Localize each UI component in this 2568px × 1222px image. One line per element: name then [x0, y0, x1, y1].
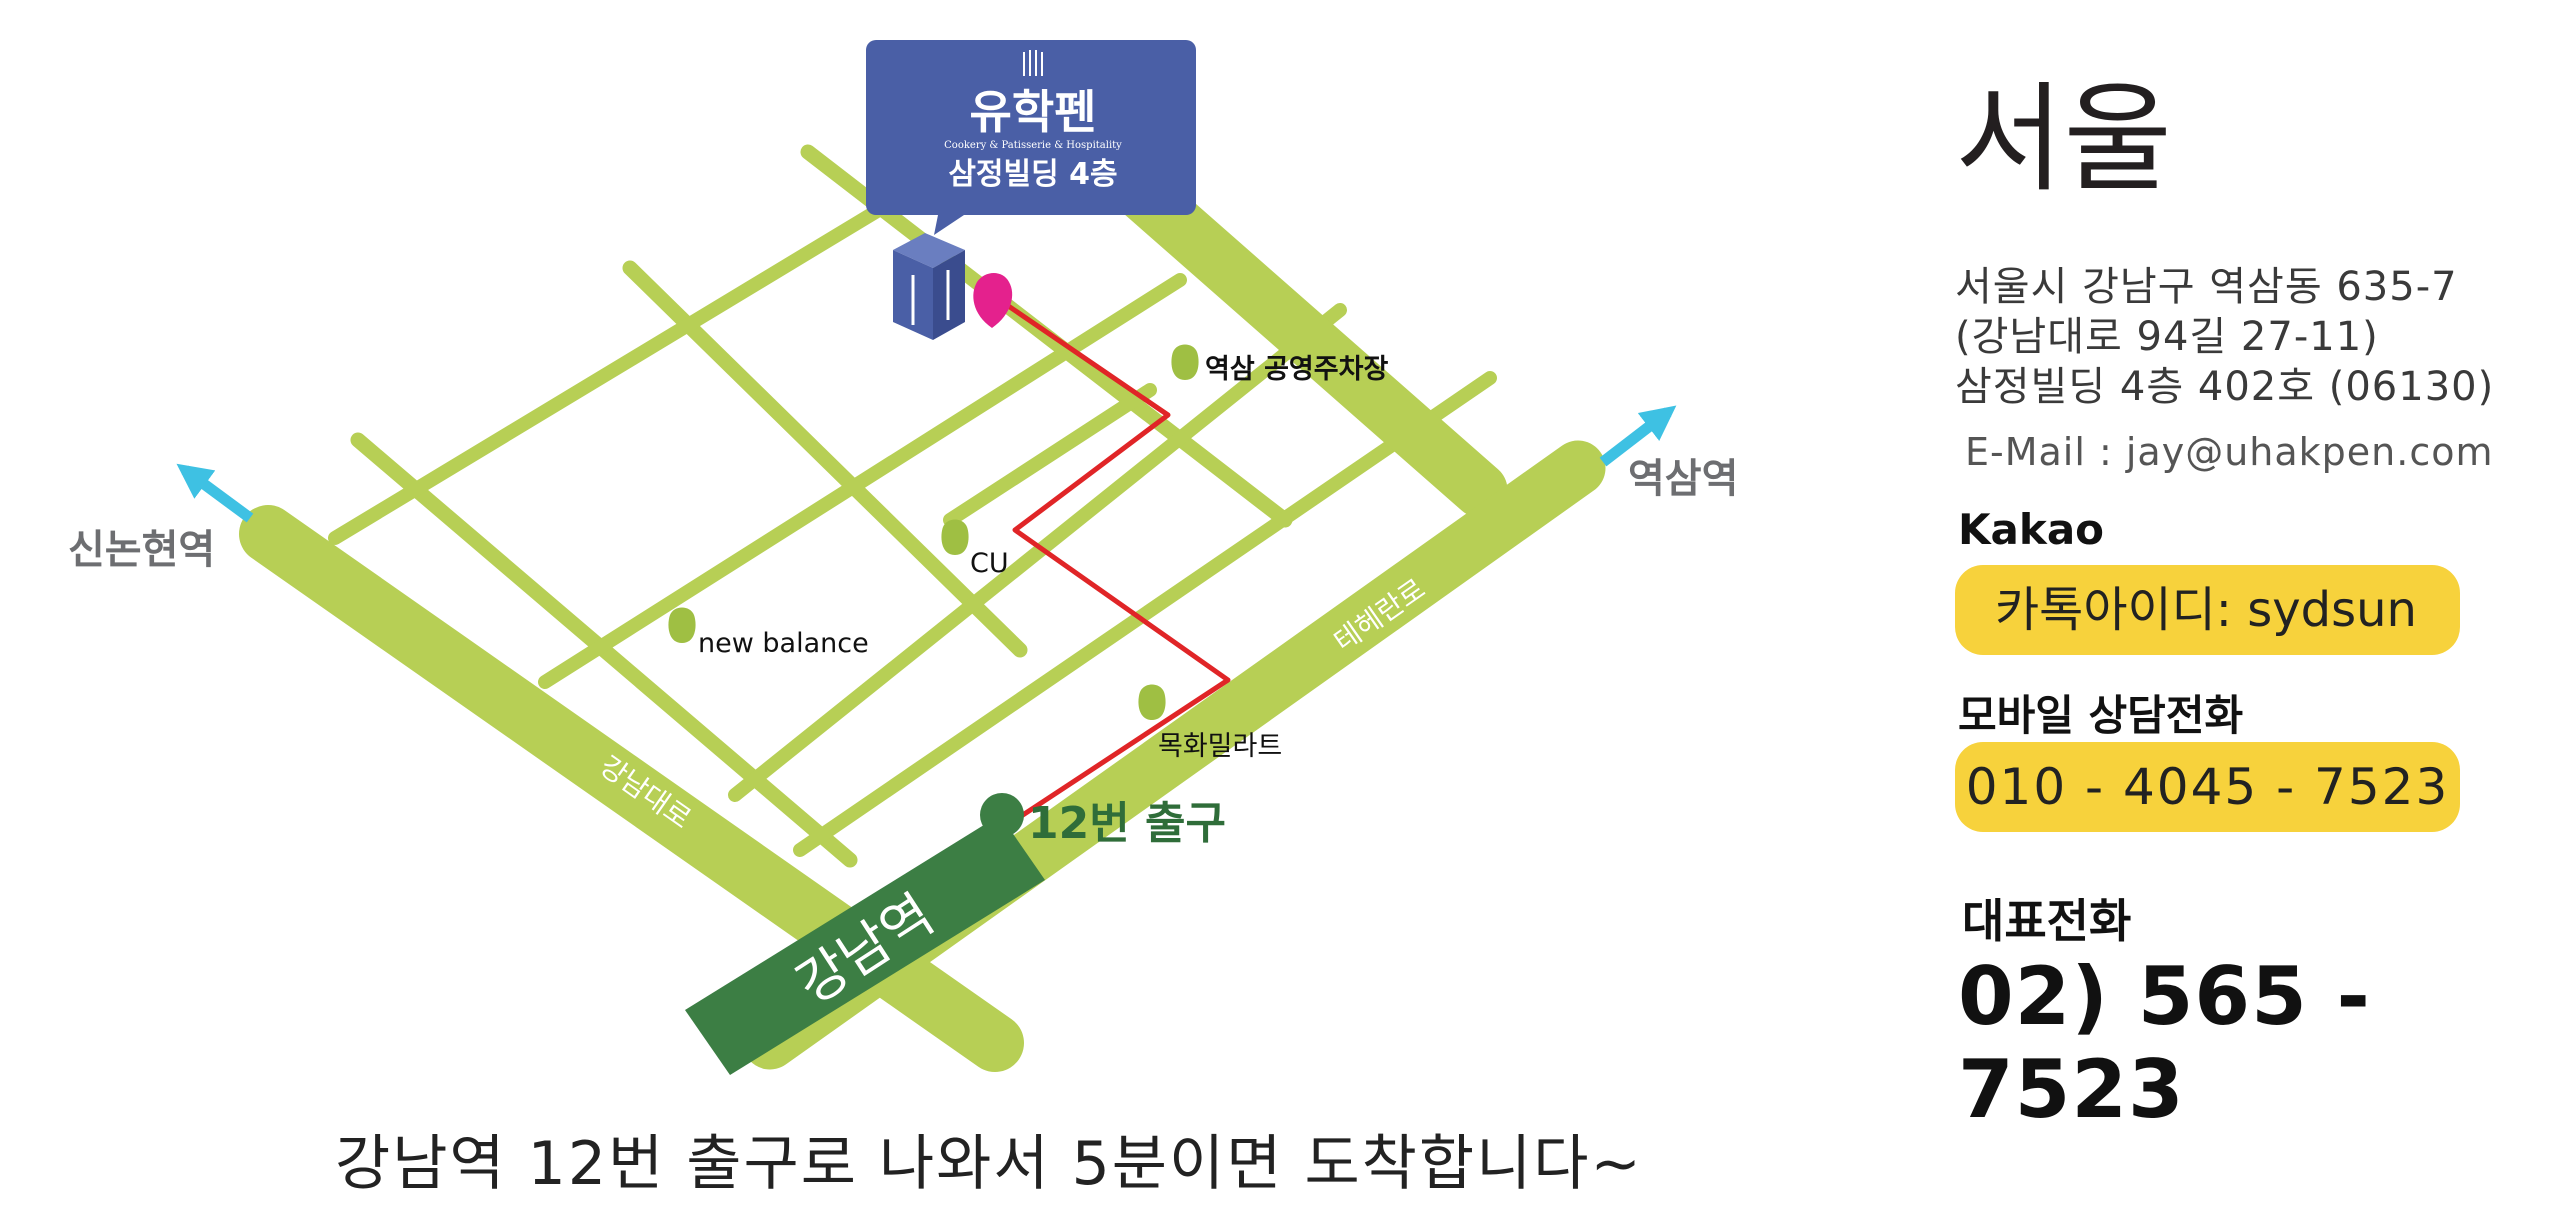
west-station-label: 신논현역	[68, 527, 215, 573]
landmark-pins	[668, 344, 1199, 720]
location-map: 강남역 강남대로 테헤란로 12번 출구 역삼 공영주차장 CU new bal…	[68, 40, 1738, 1075]
kakao-id-badge: 카톡아이디: sydsun	[1955, 565, 2460, 655]
street	[328, 163, 952, 545]
directions-caption: 강남역 12번 출구로 나와서 5분이면 도착합니다~	[335, 1129, 1643, 1199]
new-balance-label: new balance	[698, 628, 869, 659]
main-phone-number: 02) 565 - 7523	[1958, 950, 2371, 1136]
map-pin-icon	[668, 607, 696, 643]
callout-logo-text: 유학펜	[970, 85, 1097, 139]
street	[622, 260, 1028, 658]
walking-route	[983, 287, 1231, 833]
email-text: E-Mail : jay@uhakpen.com	[1965, 430, 2494, 474]
street	[943, 383, 1157, 527]
callout-logo-subtext: Cookery & Patisserie & Hospitality	[944, 140, 1122, 151]
destination-pin-icon	[973, 273, 1013, 328]
street	[728, 303, 1347, 802]
mobile-phone-badge: 010 - 4045 - 7523	[1955, 742, 2460, 832]
main-phone-label: 대표전화	[1962, 894, 2132, 948]
city-title: 서울	[1955, 70, 2173, 208]
chef-logo-icon	[1023, 50, 1043, 76]
mokhwa-label: 목화밀라트	[1158, 731, 1282, 762]
parking-label: 역삼 공영주차장	[1205, 354, 1388, 385]
address-line: 삼정빌딩 4층 402호 (06130)	[1955, 364, 2495, 410]
map-pin-icon	[1138, 684, 1166, 720]
address-block: 서울시 강남구 역삼동 635-7 (강남대로 94길 27-11) 삼정빌딩 …	[1955, 262, 2494, 412]
exit-marker-icon	[980, 793, 1024, 837]
street	[793, 371, 1497, 857]
kakao-label: Kakao	[1958, 505, 2105, 554]
destination-callout: 유학펜 Cookery & Patisserie & Hospitality 삼…	[866, 40, 1196, 235]
street	[538, 273, 1187, 689]
arrow-icon	[176, 463, 254, 523]
exit-label: 12번 출구	[1028, 798, 1226, 849]
map-pin-icon	[941, 519, 969, 555]
mobile-label: 모바일 상담전화	[1958, 691, 2244, 740]
building-icon	[893, 233, 965, 340]
address-line: (강남대로 94길 27-11)	[1955, 314, 2379, 360]
callout-building-text: 삼정빌딩 4층	[948, 157, 1117, 192]
arrow-icon	[1599, 405, 1677, 467]
cu-label: CU	[970, 548, 1009, 579]
east-station-label: 역삼역	[1628, 456, 1738, 502]
map-pin-icon	[1171, 344, 1199, 380]
road-yeoksam-boundary	[1082, 137, 1508, 518]
address-line: 서울시 강남구 역삼동 635-7	[1955, 264, 2458, 310]
